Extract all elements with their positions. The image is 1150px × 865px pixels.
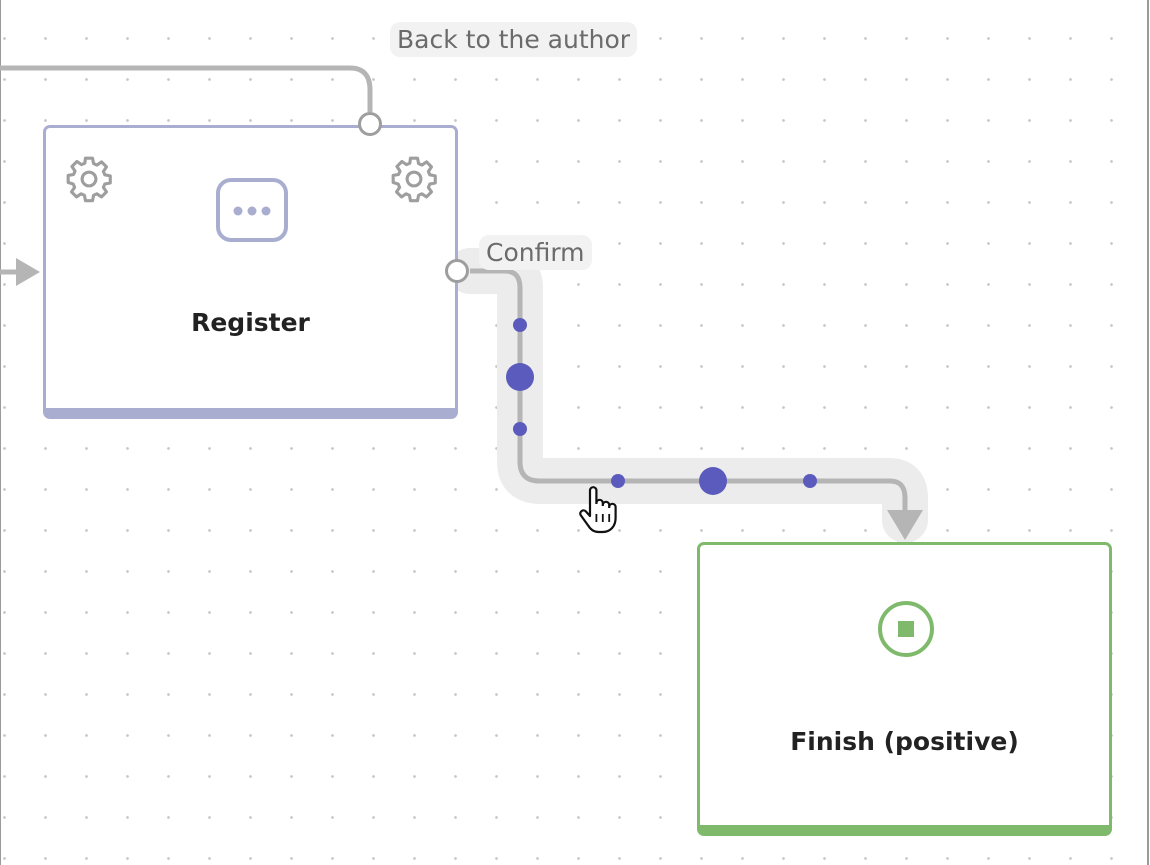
confirm-edge[interactable] xyxy=(470,268,908,512)
finish-node[interactable]: Finish (positive) xyxy=(697,542,1112,836)
edge-midpoint-handle[interactable] xyxy=(506,363,534,391)
edge-label-confirm[interactable]: Confirm xyxy=(479,235,592,270)
edge-midpoint-handle[interactable] xyxy=(699,467,727,495)
back-to-author-edge[interactable] xyxy=(0,65,373,112)
register-node[interactable]: Register xyxy=(43,125,458,419)
gear-icon[interactable] xyxy=(389,154,439,204)
node-title: Register xyxy=(191,308,310,337)
frame-border xyxy=(0,0,1,865)
edge-handle[interactable] xyxy=(611,474,625,488)
connection-port[interactable] xyxy=(358,112,382,136)
edge-handle[interactable] xyxy=(513,422,527,436)
connection-port[interactable] xyxy=(445,259,469,283)
frame-border xyxy=(1147,0,1149,865)
gear-icon[interactable] xyxy=(64,154,114,204)
edge-label-back-to-author[interactable]: Back to the author xyxy=(390,22,638,57)
node-title: Finish (positive) xyxy=(790,727,1019,756)
ellipsis-icon xyxy=(216,178,288,242)
incoming-edge-arrow xyxy=(16,258,40,286)
hand-pointer-icon xyxy=(579,486,617,534)
edge-handle[interactable] xyxy=(803,474,817,488)
confirm-edge-arrow xyxy=(887,510,923,540)
stop-circle-icon xyxy=(878,601,934,657)
edge-handle[interactable] xyxy=(513,318,527,332)
